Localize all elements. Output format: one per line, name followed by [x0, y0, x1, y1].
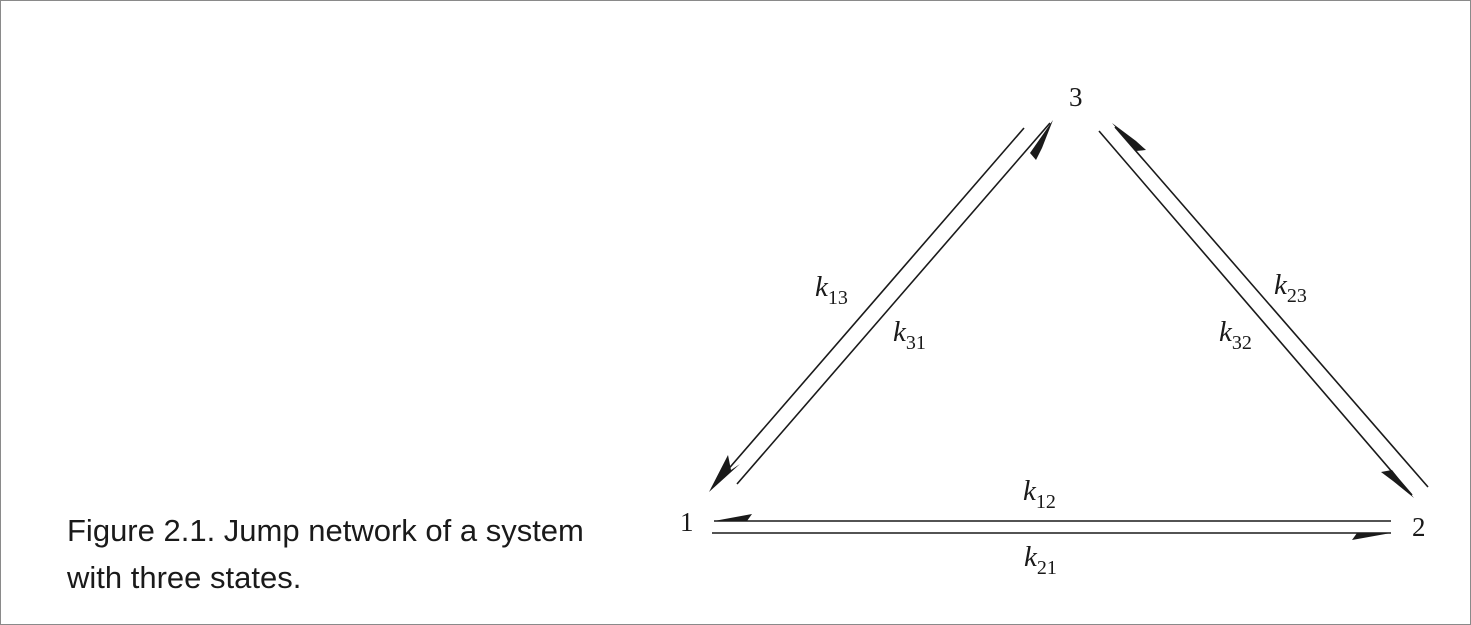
edge-1-to-3: [736, 120, 1053, 485]
rate-label-k31: k31: [893, 316, 926, 354]
figure-caption: Figure 2.1. Jump network of a system wit…: [67, 507, 667, 601]
rate-k13-subscript: 13: [828, 287, 848, 309]
node-1-label: 1: [680, 507, 694, 537]
edge-3-to-2: [1098, 130, 1414, 498]
edge-3-to-1: [709, 127, 1025, 492]
rate-k32-symbol: k: [1219, 316, 1233, 348]
rate-k31-symbol: k: [893, 316, 907, 348]
caption-line-1: Figure 2.1. Jump network of a system: [67, 513, 584, 548]
caption-line-2: with three states.: [67, 560, 302, 595]
rate-k13-symbol: k: [815, 271, 829, 303]
node-2-label: 2: [1412, 512, 1426, 542]
edge-1-to-2: [712, 532, 1391, 540]
rate-label-k32: k32: [1219, 316, 1252, 354]
rate-label-k23: k23: [1274, 269, 1307, 307]
rate-k12-symbol: k: [1023, 475, 1037, 507]
rate-k21-symbol: k: [1024, 541, 1038, 573]
edge-2-to-1: [714, 514, 1391, 522]
rate-k32-subscript: 32: [1232, 332, 1252, 354]
rate-k23-subscript: 23: [1287, 285, 1307, 307]
rate-k21-subscript: 21: [1037, 557, 1057, 579]
rate-label-k13: k13: [815, 271, 848, 309]
rate-k23-symbol: k: [1274, 269, 1288, 301]
node-3-label: 3: [1069, 82, 1083, 112]
rate-k31-subscript: 31: [906, 332, 926, 354]
rate-k12-subscript: 12: [1036, 491, 1056, 513]
edge-2-to-3: [1112, 123, 1429, 488]
rate-label-k21: k21: [1024, 541, 1057, 579]
rate-label-k12: k12: [1023, 475, 1056, 513]
